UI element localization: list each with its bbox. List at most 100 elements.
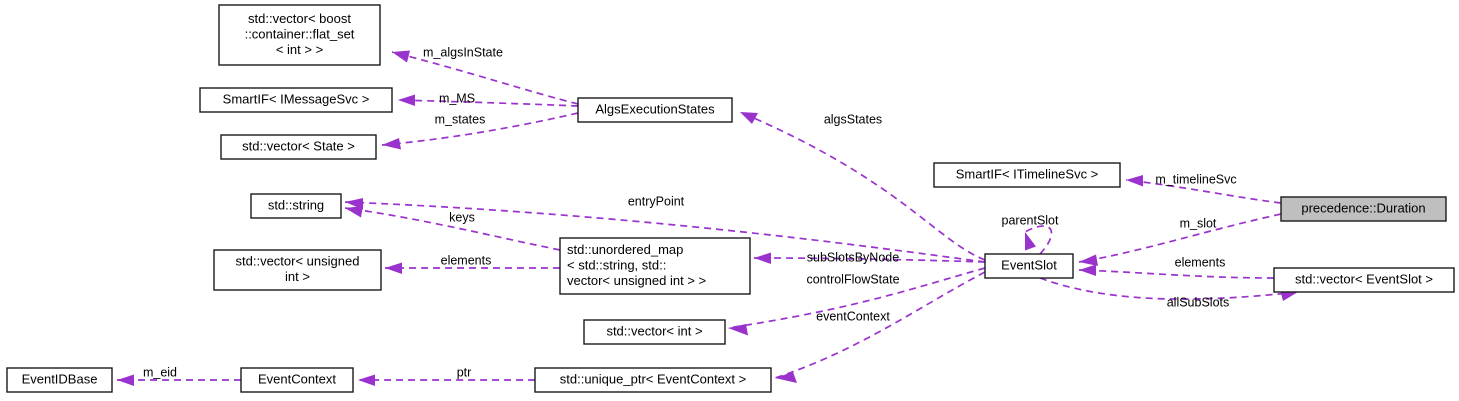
edge-line [391,51,579,105]
edge-label: m_slot [1180,216,1217,230]
edge-line [774,271,986,379]
edge-e-meid: m_eid [117,365,242,386]
node-label-line: int > [285,269,310,284]
node-label-line: SmartIF< ITimelineSvc > [956,166,1099,181]
edge-e-mslot: m_slot [1078,213,1282,266]
node-vector_flat_set[interactable]: std::vector< boost::container::flat_set<… [218,4,381,66]
node-label-line: vector< unsigned int > > [567,273,706,288]
node-box[interactable] [559,237,751,295]
node-vector_state[interactable]: std::vector< State > [220,134,377,160]
node-box[interactable] [218,4,381,66]
node-label-line: EventContext [258,371,336,386]
edge-arrowhead-icon [1025,232,1036,251]
node-algs_execution_states[interactable]: AlgsExecutionStates [577,97,733,123]
edge-arrowhead-icon [398,94,415,106]
node-box[interactable] [534,367,772,393]
node-label-line: std::vector< EventSlot > [1295,271,1433,286]
node-event_id_base[interactable]: EventIDBase [6,367,113,393]
edge-arrowhead-icon [1079,254,1098,266]
node-box[interactable] [6,367,113,393]
edge-line [727,267,986,329]
node-event_context[interactable]: EventContext [240,367,354,393]
edge-e-eventcontext: eventContext [774,271,986,383]
edge-e-subslotsbynode: subSlotsByNode [753,250,986,264]
node-box[interactable] [199,87,393,113]
edge-label: m_eid [143,365,177,379]
node-label-line: < int > > [276,42,323,57]
edge-arrowhead-icon [358,374,375,386]
edge-e-mms: m_MS [397,91,579,107]
node-box[interactable] [240,367,354,393]
node-label-line: std::unique_ptr< EventContext > [560,371,746,386]
node-box[interactable] [1273,267,1455,293]
node-box[interactable] [213,249,382,291]
edge-e-algsinstate: m_algsInState [391,45,579,105]
edge-e-ptr: ptr [358,365,536,386]
node-box[interactable] [583,319,726,345]
edge-line [753,257,986,263]
node-box[interactable] [984,253,1074,279]
node-label-line: std::vector< int > [606,323,702,338]
node-label-line: AlgsExecutionStates [595,101,715,116]
edge-line [1078,213,1282,263]
edge-e-mstates: m_states [381,112,579,150]
node-label-line: SmartIF< IMessageSvc > [223,91,370,106]
edge-arrowhead-icon [345,206,363,218]
node-label-line: precedence::Duration [1301,200,1425,215]
node-vector_int[interactable]: std::vector< int > [583,319,726,345]
node-label-line: EventSlot [1001,257,1057,272]
edge-arrowhead-icon [775,372,797,383]
node-label-line: < std::string, std:: [567,257,666,272]
edge-label: eventContext [816,309,890,323]
edge-e-keys: keys [344,206,561,251]
edge-line [1078,269,1275,279]
edge-label: subSlotsByNode [807,250,899,264]
node-label-line: std::vector< State > [242,138,355,153]
node-std_string[interactable]: std::string [250,193,342,219]
edge-label: m_states [435,112,486,126]
edge-line [381,112,579,146]
edge-e-controlflow: controlFlowState [727,267,986,336]
edge-arrowhead-icon [117,374,134,386]
node-vector_event_slot[interactable]: std::vector< EventSlot > [1273,267,1455,293]
edge-e-timelinesvc: m_timelineSvc [1125,172,1282,204]
edge-e-algsstates: algsStates [739,111,986,261]
edge-label: m_MS [439,91,475,105]
edge-line [344,201,986,263]
node-box[interactable] [933,162,1121,188]
node-box[interactable] [1280,196,1447,222]
node-label-line: ::container::flat_set [245,26,355,41]
node-label-line: std::vector< unsigned [236,254,360,269]
edge-label: entryPoint [628,194,685,208]
edge-label: parentSlot [1002,213,1060,227]
edge-label: elements [441,253,492,267]
node-box[interactable] [577,97,733,123]
edge-label: allSubSlots [1167,295,1230,309]
edge-arrowhead-icon [392,50,410,63]
node-smartif_itimelinesvc[interactable]: SmartIF< ITimelineSvc > [933,162,1121,188]
node-label-line: std::string [268,197,324,212]
edge-line [1125,179,1282,204]
edge-e-elements-map: elements [385,253,560,274]
edge-label: controlFlowState [806,272,899,286]
edge-line [739,111,986,261]
node-precedence_duration[interactable]: precedence::Duration [1280,196,1447,222]
node-box[interactable] [250,193,342,219]
node-smartif_imessagesvc[interactable]: SmartIF< IMessageSvc > [199,87,393,113]
edge-arrowhead-icon [382,138,401,150]
edge-label: elements [1175,255,1226,269]
edge-label: m_timelineSvc [1155,172,1236,186]
node-box[interactable] [220,134,377,160]
edge-label: keys [449,210,475,224]
node-unique_ptr_event_context[interactable]: std::unique_ptr< EventContext > [534,367,772,393]
node-unordered_map[interactable]: std::unordered_map< std::string, std::ve… [559,237,751,295]
edge-arrowhead-icon [740,112,758,124]
edge-arrowhead-icon [385,262,402,274]
node-event_slot[interactable]: EventSlot [984,253,1074,279]
edge-arrowhead-icon [1126,175,1143,187]
edge-arrowhead-icon [754,252,771,264]
edge-arrowhead-icon [728,324,748,336]
